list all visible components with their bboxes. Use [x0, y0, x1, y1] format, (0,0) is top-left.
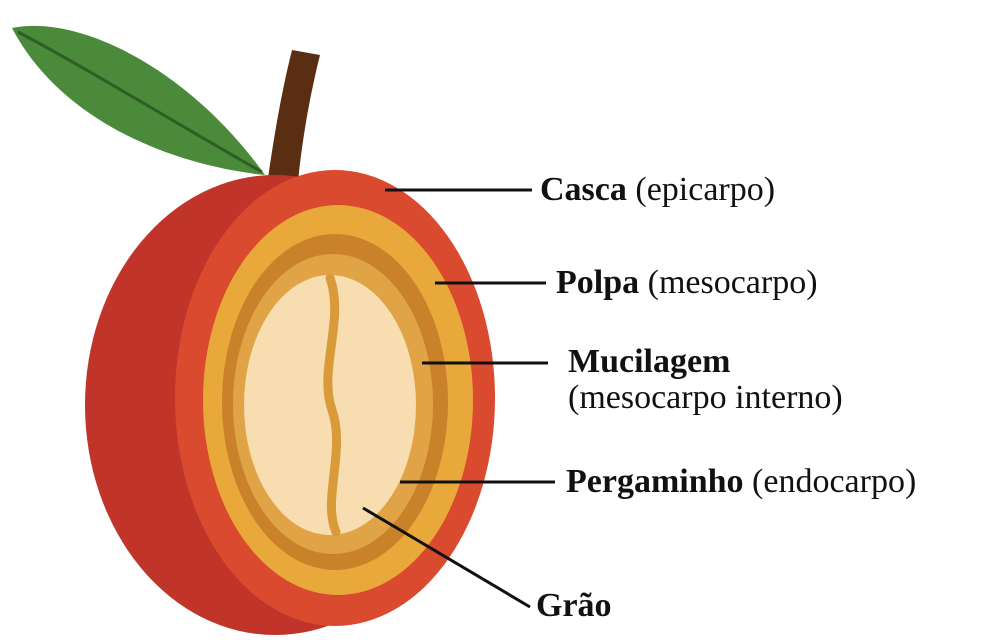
polpa-term: Polpa	[556, 264, 639, 301]
pergaminho-term: Pergaminho	[566, 463, 744, 500]
grao-label: Grão	[536, 588, 612, 624]
pergaminho-label: Pergaminho (endocarpo)	[566, 464, 916, 500]
polpa-description: (mesocarpo)	[648, 264, 818, 301]
mucilagem-label: Mucilagem (mesocarpo interno)	[568, 344, 843, 415]
mucilagem-description: (mesocarpo interno)	[568, 379, 843, 416]
pergaminho-description: (endocarpo)	[752, 463, 916, 500]
mucilagem-term: Mucilagem	[568, 343, 730, 380]
stem-icon	[268, 50, 320, 182]
grao-term: Grão	[536, 587, 612, 624]
polpa-label: Polpa (mesocarpo)	[556, 265, 818, 301]
casca-label: Casca (epicarpo)	[540, 172, 775, 208]
casca-description: (epicarpo)	[635, 171, 775, 208]
leaf-icon	[12, 26, 265, 175]
casca-term: Casca	[540, 171, 627, 208]
